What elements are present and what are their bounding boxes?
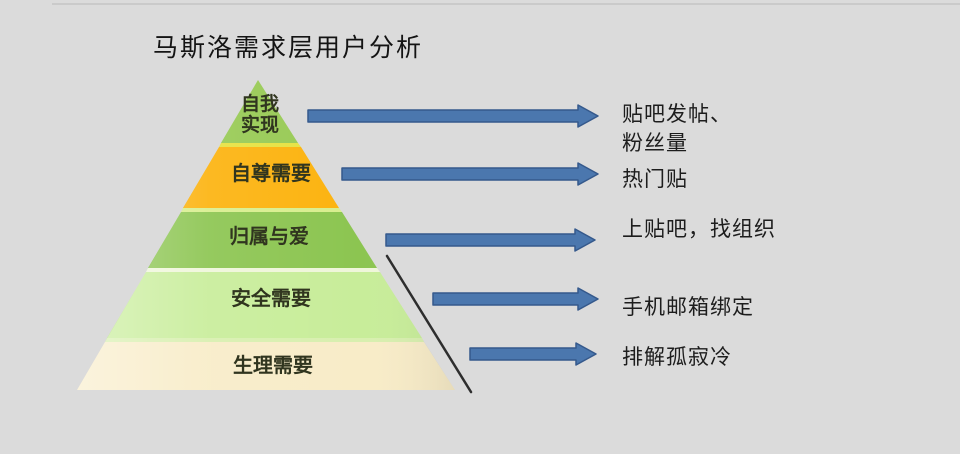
pyramid-label-physiological: 生理需要 — [233, 355, 313, 377]
annotation-safety: 手机邮箱绑定 — [622, 296, 754, 319]
arrow-esteem-icon — [341, 162, 599, 186]
annotation-self-actualization: 贴吧发帖、 粉丝量 — [622, 103, 732, 155]
annotation-esteem: 热门贴 — [622, 168, 688, 191]
pyramid-right-edge-line — [385, 254, 473, 394]
arrow-belonging-love-icon — [385, 228, 596, 252]
arrows — [307, 104, 599, 366]
pyramid-lighting-overlay — [77, 80, 455, 390]
pyramid-label-belonging-love: 归属与爱 — [229, 226, 309, 248]
pyramid-label-safety: 安全需要 — [231, 288, 311, 310]
page-title: 马斯洛需求层用户分析 — [153, 34, 424, 62]
pyramid — [77, 80, 455, 390]
pyramid-label-self-actualization: 自我 实现 — [240, 94, 280, 136]
arrow-self-actualization-icon — [307, 104, 599, 128]
arrow-safety-icon — [432, 287, 599, 311]
top-edge-artifact — [52, 3, 960, 5]
annotation-physiological: 排解孤寂冷 — [622, 346, 732, 369]
pyramid-label-esteem: 自尊需要 — [231, 163, 311, 185]
annotation-belonging-love: 上贴吧，找组织 — [622, 218, 776, 241]
arrow-physiological-icon — [469, 342, 597, 366]
